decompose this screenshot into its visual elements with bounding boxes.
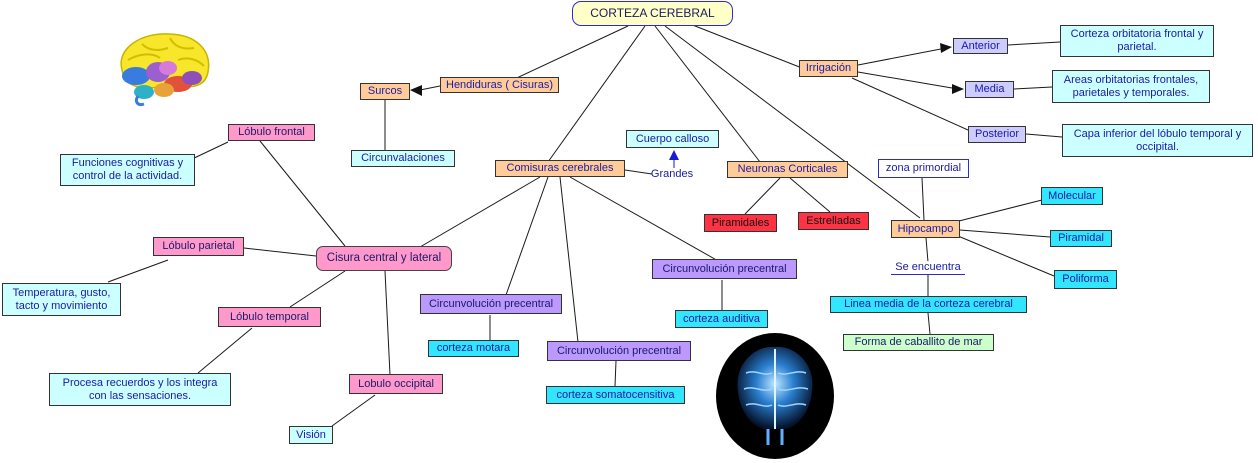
node-circunvolucion-precentral-1[interactable]: Circunvolución precentral [420, 294, 562, 314]
node-corteza-motara[interactable]: corteza motara [428, 340, 519, 357]
node-estrelladas[interactable]: Estrelladas [798, 212, 869, 230]
node-irrigacion[interactable]: Irrigación [799, 60, 858, 77]
node-surcos[interactable]: Surcos [360, 83, 410, 100]
node-neuronas-corticales[interactable]: Neuronas Corticales [727, 161, 848, 178]
node-posterior-desc[interactable]: Capa inferior del lóbulo temporal y occi… [1062, 124, 1253, 157]
node-caballito-de-mar[interactable]: Forma de caballito de mar [843, 334, 994, 351]
node-cisura-central-lateral[interactable]: Cisura central y lateral [316, 246, 452, 271]
node-vision[interactable]: Visión [289, 426, 333, 444]
brain-lobes-illustration [120, 33, 210, 106]
node-lobulo-frontal[interactable]: Lóbulo frontal [228, 124, 315, 141]
node-corteza-somatocensitiva[interactable]: corteza somatocensitiva [546, 386, 685, 404]
node-circunvolucion-precentral-3[interactable]: Circunvolución precentral [652, 259, 797, 279]
node-piramidal[interactable]: Piramidal [1050, 230, 1112, 247]
node-media[interactable]: Media [965, 81, 1014, 98]
node-se-encuentra[interactable]: Se encuentra [891, 261, 965, 275]
node-circunvalaciones[interactable]: Circunvalaciones [351, 150, 455, 167]
node-cuerpo-calloso[interactable]: Cuerpo calloso [626, 130, 719, 148]
node-parietal-desc[interactable]: Temperatura, gusto, tacto y movimiento [2, 283, 121, 316]
node-comisuras[interactable]: Comisuras cerebrales [495, 160, 625, 177]
node-posterior[interactable]: Posterior [968, 126, 1026, 143]
node-hipocampo[interactable]: Hipocampo [891, 220, 960, 238]
node-zona-primordial[interactable]: zona primordial [878, 159, 969, 178]
node-molecular[interactable]: Molecular [1041, 187, 1103, 205]
node-anterior[interactable]: Anterior [953, 38, 1008, 54]
node-frontal-desc[interactable]: Funciones cognitivas y control de la act… [60, 154, 195, 186]
node-lobulo-occipital[interactable]: Lobulo occipital [349, 374, 443, 394]
node-piramidales[interactable]: Piramidales [704, 214, 777, 232]
node-circunvolucion-precentral-2[interactable]: Circunvolución precentral [547, 341, 691, 361]
node-lobulo-parietal[interactable]: Lóbulo parietal [153, 237, 244, 256]
node-poliforma[interactable]: Poliforma [1054, 270, 1117, 289]
title-corteza-cerebral[interactable]: CORTEZA CEREBRAL [572, 1, 733, 26]
node-corteza-auditiva[interactable]: corteza auditiva [675, 310, 768, 328]
node-anterior-desc[interactable]: Corteza orbitatoria frontal y parietal. [1060, 25, 1214, 57]
node-media-desc[interactable]: Areas orbitatorias frontales, parietales… [1052, 70, 1210, 103]
node-linea-media[interactable]: Linea media de la corteza cerebral [830, 296, 1027, 313]
node-grandes[interactable]: Grandes [650, 167, 694, 180]
node-lobulo-temporal[interactable]: Lóbulo temporal [218, 307, 321, 327]
node-hendiduras[interactable]: Hendiduras ( Cisuras) [440, 77, 559, 93]
node-temporal-desc[interactable]: Procesa recuerdos y los integra con las … [49, 373, 231, 406]
glowing-brain-illustration [716, 333, 834, 459]
